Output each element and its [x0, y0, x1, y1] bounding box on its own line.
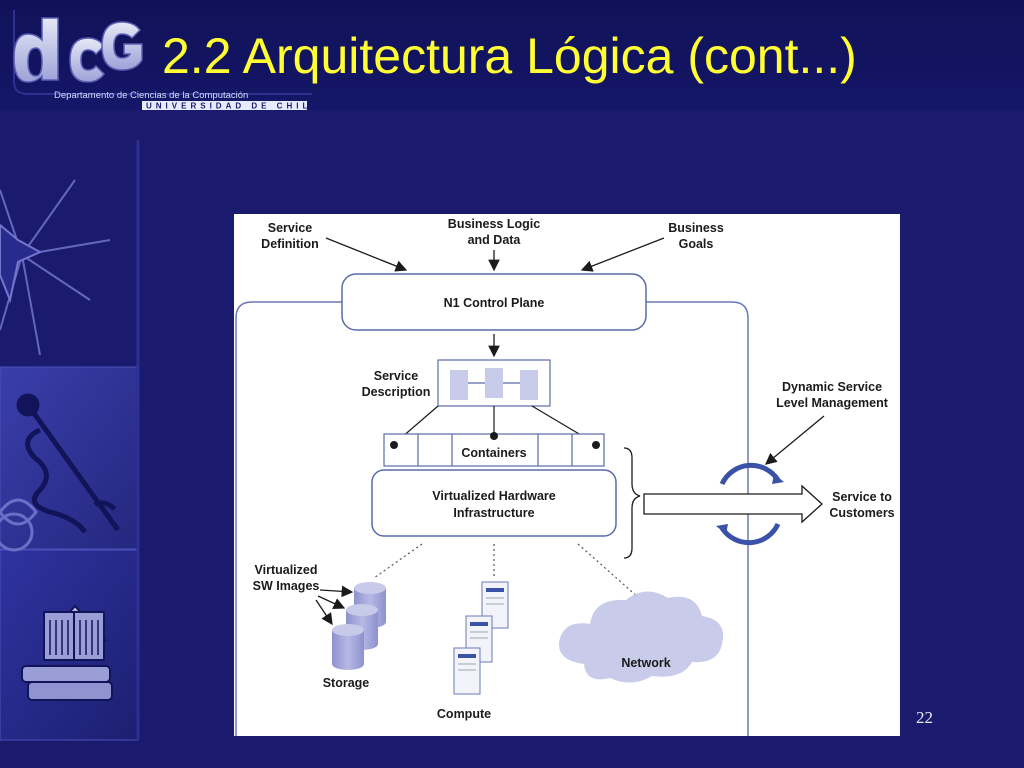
dynamic-service-label: Dynamic Service Level Management [776, 380, 889, 410]
caduceus-icon [16, 393, 121, 534]
books-icon [21, 604, 113, 701]
arrow-service-definition [325, 237, 408, 272]
containers-row [383, 432, 605, 467]
svg-text:Service: Service [268, 221, 313, 235]
service-to-customers-label: Service to Customers [829, 490, 894, 520]
service-definition-label: Service Definition [261, 221, 319, 251]
dcc-logo: Departamento de Ciencias de la Computaci… [13, 10, 312, 111]
business-goals-label: Business Goals [668, 221, 724, 251]
network-cloud-icon [559, 591, 724, 683]
control-plane-label: N1 Control Plane [444, 296, 545, 310]
compute-label: Compute [437, 707, 491, 721]
svg-text:Infrastructure: Infrastructure [453, 506, 534, 520]
storage-label: Storage [323, 676, 370, 690]
storage-icon [332, 582, 386, 670]
bracket [623, 447, 641, 559]
svg-text:Customers: Customers [829, 506, 894, 520]
svg-text:and Data: and Data [468, 233, 522, 247]
svg-text:Definition: Definition [261, 237, 319, 251]
svg-text:SW Images: SW Images [253, 579, 320, 593]
svg-text:Business: Business [668, 221, 724, 235]
business-logic-label: Business Logic and Data [448, 217, 540, 247]
arrow-business-goals [580, 237, 665, 272]
sw-image-arrows [315, 585, 354, 626]
service-description-label: Service Description [362, 369, 431, 399]
header-bar [0, 0, 1024, 110]
service-arrow [643, 484, 823, 524]
virtualized-sw-label: Virtualized SW Images [253, 563, 320, 593]
svg-text:Business Logic: Business Logic [448, 217, 540, 231]
logo-university: UNIVERSIDAD DE CHILE [146, 102, 312, 111]
virtualized-hardware-box [371, 469, 617, 537]
svg-text:Description: Description [362, 385, 431, 399]
refresh-cycle-icon [719, 462, 781, 546]
compute-icon [453, 581, 509, 695]
svg-text:Virtualized: Virtualized [255, 563, 318, 577]
page-number: 22 [916, 708, 933, 727]
architecture-diagram: Service Definition Business Logic and Da… [234, 214, 900, 736]
control-plane-box [341, 273, 647, 331]
svg-text:Level Management: Level Management [776, 396, 889, 410]
svg-text:Service: Service [374, 369, 419, 383]
star-icon [0, 179, 111, 356]
svg-text:Dynamic Service: Dynamic Service [782, 380, 882, 394]
dotted-connectors [373, 543, 649, 607]
virtualized-hardware-label: Virtualized Hardware Infrastructure [432, 489, 555, 520]
svg-text:Goals: Goals [679, 237, 714, 251]
arrow-dynamic-service [764, 415, 825, 465]
slide-title: 2.2 Arquitectura Lógica (cont...) [162, 28, 857, 84]
service-description-icon [437, 359, 551, 407]
logo-department: Departamento de Ciencias de la Computaci… [54, 90, 248, 101]
svg-text:Virtualized Hardware: Virtualized Hardware [432, 489, 555, 503]
eye-icon [0, 498, 38, 552]
network-label: Network [621, 656, 670, 670]
containers-label: Containers [461, 446, 526, 460]
svg-text:Service to: Service to [832, 490, 892, 504]
